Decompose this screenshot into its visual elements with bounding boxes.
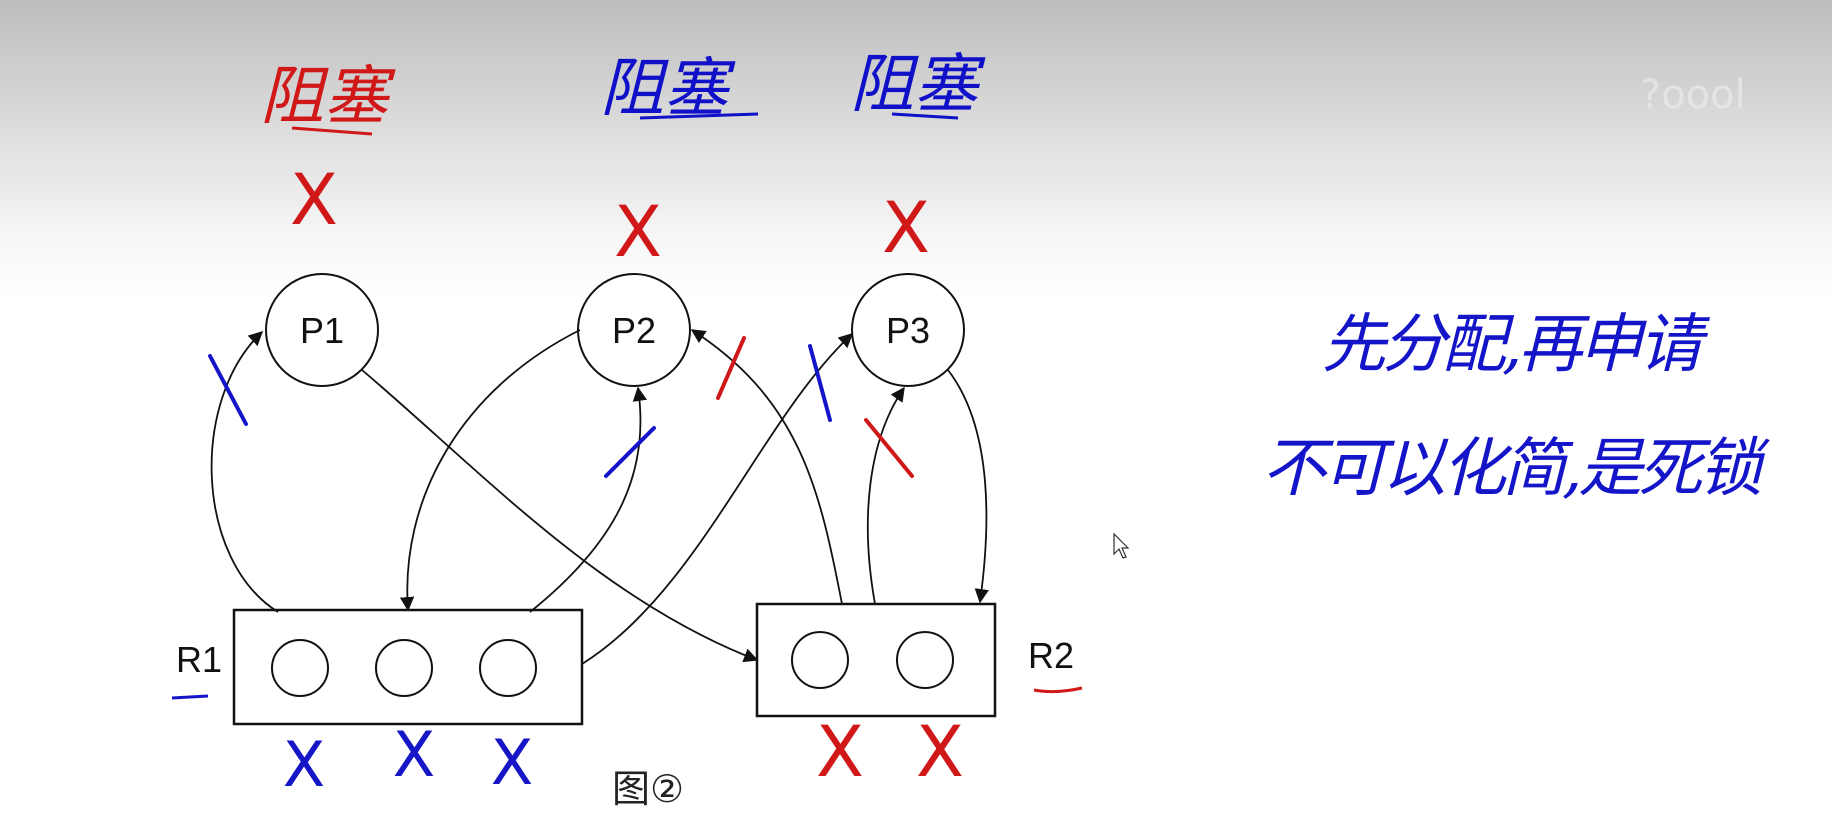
cross-r2-instance-2: X [916, 711, 964, 793]
edge-r2-p3 [866, 386, 905, 605]
resource-r1-label: R1 [176, 639, 222, 680]
underline-blocked-p2 [639, 112, 759, 120]
resource-r1: R1 [176, 608, 584, 726]
strike-edge-r1-p3 [808, 344, 832, 422]
edge-strike-marks [208, 336, 914, 478]
process-p3-label: P3 [886, 310, 930, 351]
note-line-1: 先分配,再申请 [1322, 308, 1710, 382]
cross-r1-instance-2: X [393, 718, 435, 791]
cross-p3: X [882, 187, 930, 269]
cross-r1-instance-3: X [491, 726, 533, 799]
r1-instance-3 [479, 639, 537, 697]
edges [210, 329, 989, 665]
process-p2: P2 [577, 273, 691, 387]
underline-r2 [1033, 686, 1083, 694]
mouse-cursor-icon [1113, 532, 1130, 559]
r1-instance-2 [375, 639, 433, 697]
resource-r2-label: R2 [1028, 635, 1074, 676]
cross-p2: X [614, 191, 662, 273]
edge-p1-r2 [361, 369, 759, 663]
cross-r1-instance-1: X [283, 728, 325, 801]
underline-r1 [171, 694, 209, 700]
blocked-label-p2: 阻塞 [600, 52, 736, 126]
underline-blocked-p1 [291, 126, 373, 136]
edge-r1-p2 [529, 386, 647, 613]
strike-edge-r1-p2 [604, 426, 656, 478]
process-p3: P3 [851, 273, 965, 387]
edge-r2-p2 [690, 329, 843, 605]
strike-edge-r1-p1 [208, 354, 248, 426]
r2-instance-2 [896, 631, 954, 689]
cross-p1: X [290, 159, 338, 241]
underline-blocked-p3 [891, 112, 959, 120]
note-line-2: 不可以化简,是死锁 [1262, 432, 1770, 506]
watermark-text: ?oool [1640, 72, 1746, 118]
figure-caption: 图② [612, 767, 684, 811]
r1-instance-1 [271, 639, 329, 697]
edge-p3-r2 [947, 369, 989, 604]
blocked-label-p1: 阻塞 [260, 60, 396, 134]
edge-p2-r1 [399, 329, 581, 612]
edge-r1-p1 [210, 331, 279, 613]
blocked-label-p3: 阻塞 [850, 48, 986, 122]
r2-instance-1 [791, 631, 849, 689]
strike-edge-r2-p3 [864, 418, 914, 478]
process-p2-label: P2 [612, 310, 656, 351]
process-p1-label: P1 [300, 310, 344, 351]
resource-r2: R2 [755, 602, 1074, 718]
process-p1: P1 [265, 273, 379, 387]
cross-r2-instance-1: X [816, 711, 864, 793]
top-shadow-gradient [0, 0, 1832, 300]
strike-edge-r2-p2 [716, 336, 746, 400]
